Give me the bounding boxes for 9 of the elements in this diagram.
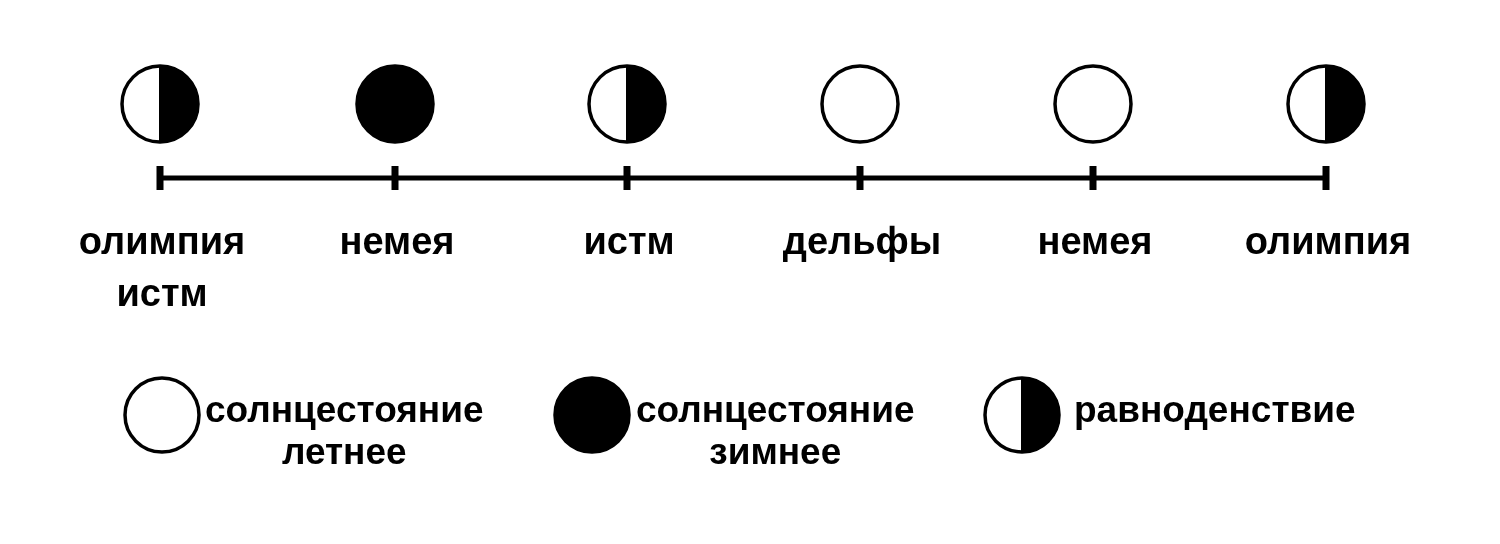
- legend-label: солнцестояние зимнее: [636, 389, 915, 473]
- place-label: немея: [339, 219, 455, 264]
- place-label: истм: [583, 219, 675, 264]
- place-label: дельфы: [782, 219, 942, 264]
- place-label: олимпия истм: [78, 219, 246, 316]
- legend-label: солнцестояние летнее: [205, 389, 484, 473]
- place-label: немея: [1037, 219, 1153, 264]
- place-label: олимпия: [1244, 219, 1412, 264]
- legend-label: равноденствие: [1074, 389, 1356, 431]
